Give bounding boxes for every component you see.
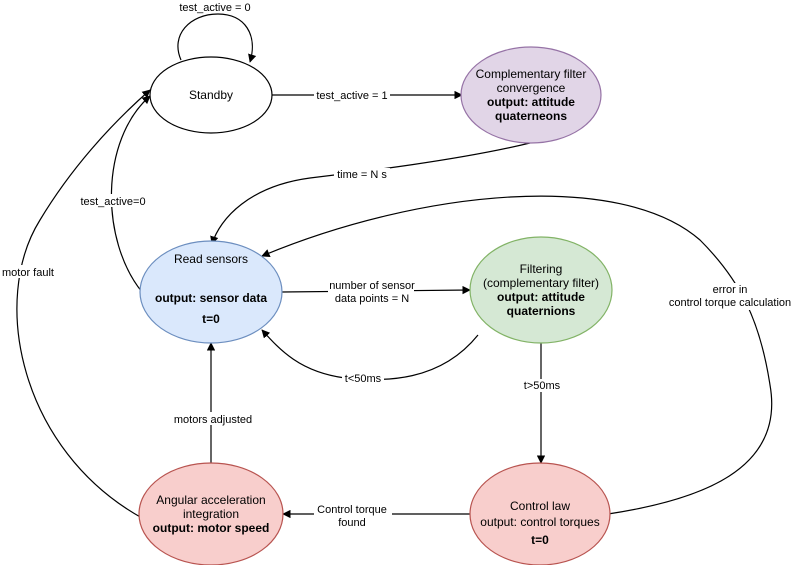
edge-control-error-to-read-sensors [261,195,773,515]
label-control-to-angular-2: found [338,517,366,529]
label-filtering-to-control: t>50ms [524,380,561,392]
node-convergence-shape [460,46,602,144]
node-control-law-title: Control law [510,499,570,513]
label-standby-self: test_active = 0 [179,2,250,14]
node-read-sensors-shape [139,240,283,344]
label-control-error-1: error in [713,284,748,296]
node-read-sensors-title: Read sensors [174,252,248,266]
node-angular-line-2: integration [183,507,239,521]
edge-read-sensors-to-standby [110,95,151,293]
node-convergence-line-2: convergence [497,81,566,95]
node-angular-acceleration: Angular acceleration integration output:… [138,462,284,565]
label-standby-to-convergence: test_active = 1 [316,90,387,102]
node-control-law-time: t=0 [531,533,549,547]
node-angular-line-1: Angular acceleration [156,493,265,507]
edge-convergence-to-read-sensors [210,142,531,245]
node-filtering-line-2: (complementary filter) [483,276,599,290]
label-convergence-to-read: time = N s [337,169,387,181]
node-filtering-line-1: Filtering [520,262,563,276]
node-convergence-output-1: output: attitude [487,95,575,109]
node-filtering: Filtering (complementary filter) output:… [469,236,613,344]
node-filtering-output-2: quaternions [507,304,576,318]
node-convergence-output-2: quaterneons [495,109,567,123]
label-control-to-angular-1: Control torque [317,504,387,516]
node-standby-shape [149,56,273,134]
node-standby: Standby [149,56,273,134]
node-read-sensors: Read sensors output: sensor data t=0 [139,240,283,344]
label-read-to-standby: test_active=0 [80,196,145,208]
label-read-to-filtering-2: data points = N [335,293,409,305]
node-read-sensors-time: t=0 [202,312,220,326]
node-control-law-output: output: control torques [480,515,599,529]
label-motor-fault: motor fault [2,267,54,279]
node-filtering-output-1: output: attitude [497,290,585,304]
edge-motor-fault [16,89,151,519]
node-control-law: Control law output: control torques t=0 [469,462,611,565]
node-read-sensors-output: output: sensor data [155,291,267,305]
node-angular-shape [138,462,284,565]
label-filtering-to-read: t<50ms [345,373,382,385]
label-read-to-filtering-1: number of sensor [329,280,415,292]
node-standby-label: Standby [189,88,233,102]
node-filtering-shape [469,236,613,344]
label-control-error-2: control torque calculation [669,297,791,309]
label-angular-to-read: motors adjusted [174,414,252,426]
node-control-law-shape [469,462,611,565]
edge-standby-self-loop [177,13,257,63]
node-convergence: Complementary filter convergence output:… [460,46,602,144]
node-convergence-line-1: Complementary filter [476,67,587,81]
node-angular-output: output: motor speed [153,521,270,535]
